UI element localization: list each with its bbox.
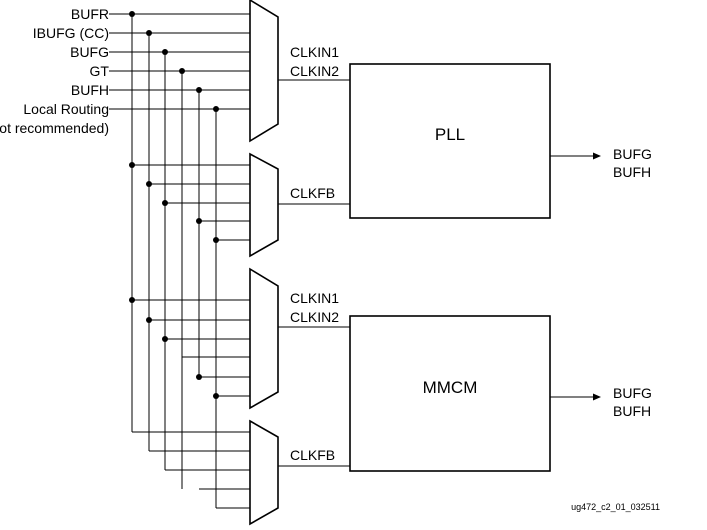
mmcm-box: [349, 315, 551, 472]
pll-title: PLL: [435, 125, 465, 144]
junction-src-4: [196, 87, 202, 93]
source-labels: BUFR IBUFG (CC) BUFG GT BUFH Local Routi…: [0, 6, 109, 136]
source-label-local-routing: Local Routing: [23, 101, 109, 117]
source-label-bufr: BUFR: [71, 6, 109, 22]
pll-box: [349, 63, 551, 219]
mmcm-output-arrow-head: [593, 393, 601, 401]
junction-pllfb-0: [129, 162, 135, 168]
junction-mmcmin-0: [129, 297, 135, 303]
pll-clkfb-mux: [249, 152, 279, 258]
pll-output-arrow-head: [593, 152, 601, 160]
junction-mmcmin-4: [196, 374, 202, 380]
source-label-ibufg: IBUFG (CC): [33, 25, 109, 41]
pll-clkin2-label: CLKIN2: [290, 63, 339, 79]
mmcm-clkin-mux: [249, 267, 279, 410]
mmcm-clkin2-label: CLKIN2: [290, 309, 339, 325]
wiring: [109, 11, 601, 509]
source-note: (not recommended): [0, 120, 109, 136]
junction-src-2: [162, 49, 168, 55]
junction-pllfb-1: [146, 181, 152, 187]
mmcm-clkin1-label: CLKIN1: [290, 290, 339, 306]
mmcm-title: MMCM: [423, 378, 478, 397]
junction-src-0: [129, 11, 135, 17]
source-label-bufh: BUFH: [71, 82, 109, 98]
mmcm-clkfb-label: CLKFB: [290, 447, 335, 463]
pll-clkin1-label: CLKIN1: [290, 44, 339, 60]
junction-pllfb-4: [213, 237, 219, 243]
pll-out-bufg-label: BUFG: [613, 146, 652, 162]
junction-src-3: [179, 68, 185, 74]
pll-out-bufh-label: BUFH: [613, 164, 651, 180]
source-label-bufg: BUFG: [70, 44, 109, 60]
junction-mmcmin-5: [213, 393, 219, 399]
junction-src-5: [213, 106, 219, 112]
muxes: [249, 0, 279, 526]
pll-clkin-mux: [249, 0, 279, 143]
junction-pllfb-3: [196, 218, 202, 224]
source-label-gt: GT: [90, 63, 110, 79]
figure-id: ug472_c2_01_032511: [571, 502, 660, 512]
pll-clkfb-label: CLKFB: [290, 185, 335, 201]
pll-block: PLL CLKIN1 CLKIN2 CLKFB BUFG BUFH: [290, 44, 652, 219]
mmcm-clkfb-mux: [249, 419, 279, 526]
junction-mmcmin-2: [162, 336, 168, 342]
mmcm-out-bufh-label: BUFH: [613, 403, 651, 419]
mmcm-block: MMCM CLKIN1 CLKIN2 CLKFB BUFG BUFH: [290, 290, 652, 472]
mmcm-out-bufg-label: BUFG: [613, 385, 652, 401]
junction-src-1: [146, 30, 152, 36]
junction-mmcmin-1: [146, 317, 152, 323]
junction-pllfb-2: [162, 200, 168, 206]
